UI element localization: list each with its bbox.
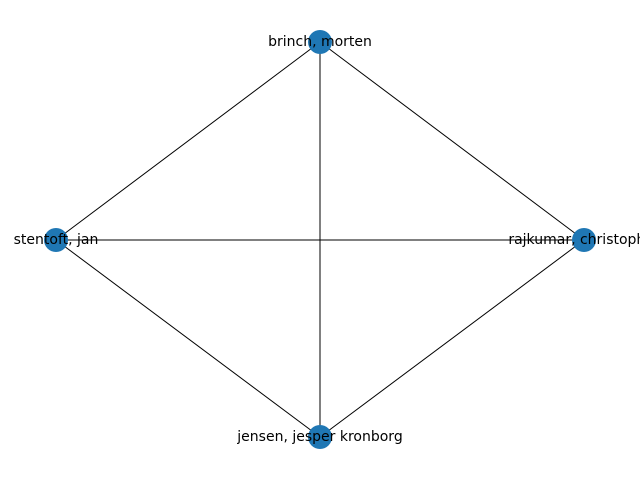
node-label-brinch: brinch, morten xyxy=(268,34,372,50)
label-layer: brinch, morten stentoft, jan rajkumar, chr… xyxy=(14,34,640,445)
edge-rajkumar-jensen xyxy=(319,239,585,438)
edge-brinch-stentoft xyxy=(55,41,321,241)
node-layer xyxy=(44,30,596,449)
edge-brinch-rajkumar xyxy=(319,41,585,241)
edge-stentoft-jensen xyxy=(55,239,321,438)
node-brinch xyxy=(308,30,332,54)
edge-layer xyxy=(55,41,585,438)
node-label-rajkumar: rajkumar, christopher xyxy=(508,232,640,248)
node-jensen xyxy=(308,425,332,449)
node-stentoft xyxy=(44,228,68,252)
node-label-stentoft: stentoft, jan xyxy=(14,232,99,248)
node-rajkumar xyxy=(572,228,596,252)
node-label-jensen: jensen, jesper kronborg xyxy=(236,429,402,445)
